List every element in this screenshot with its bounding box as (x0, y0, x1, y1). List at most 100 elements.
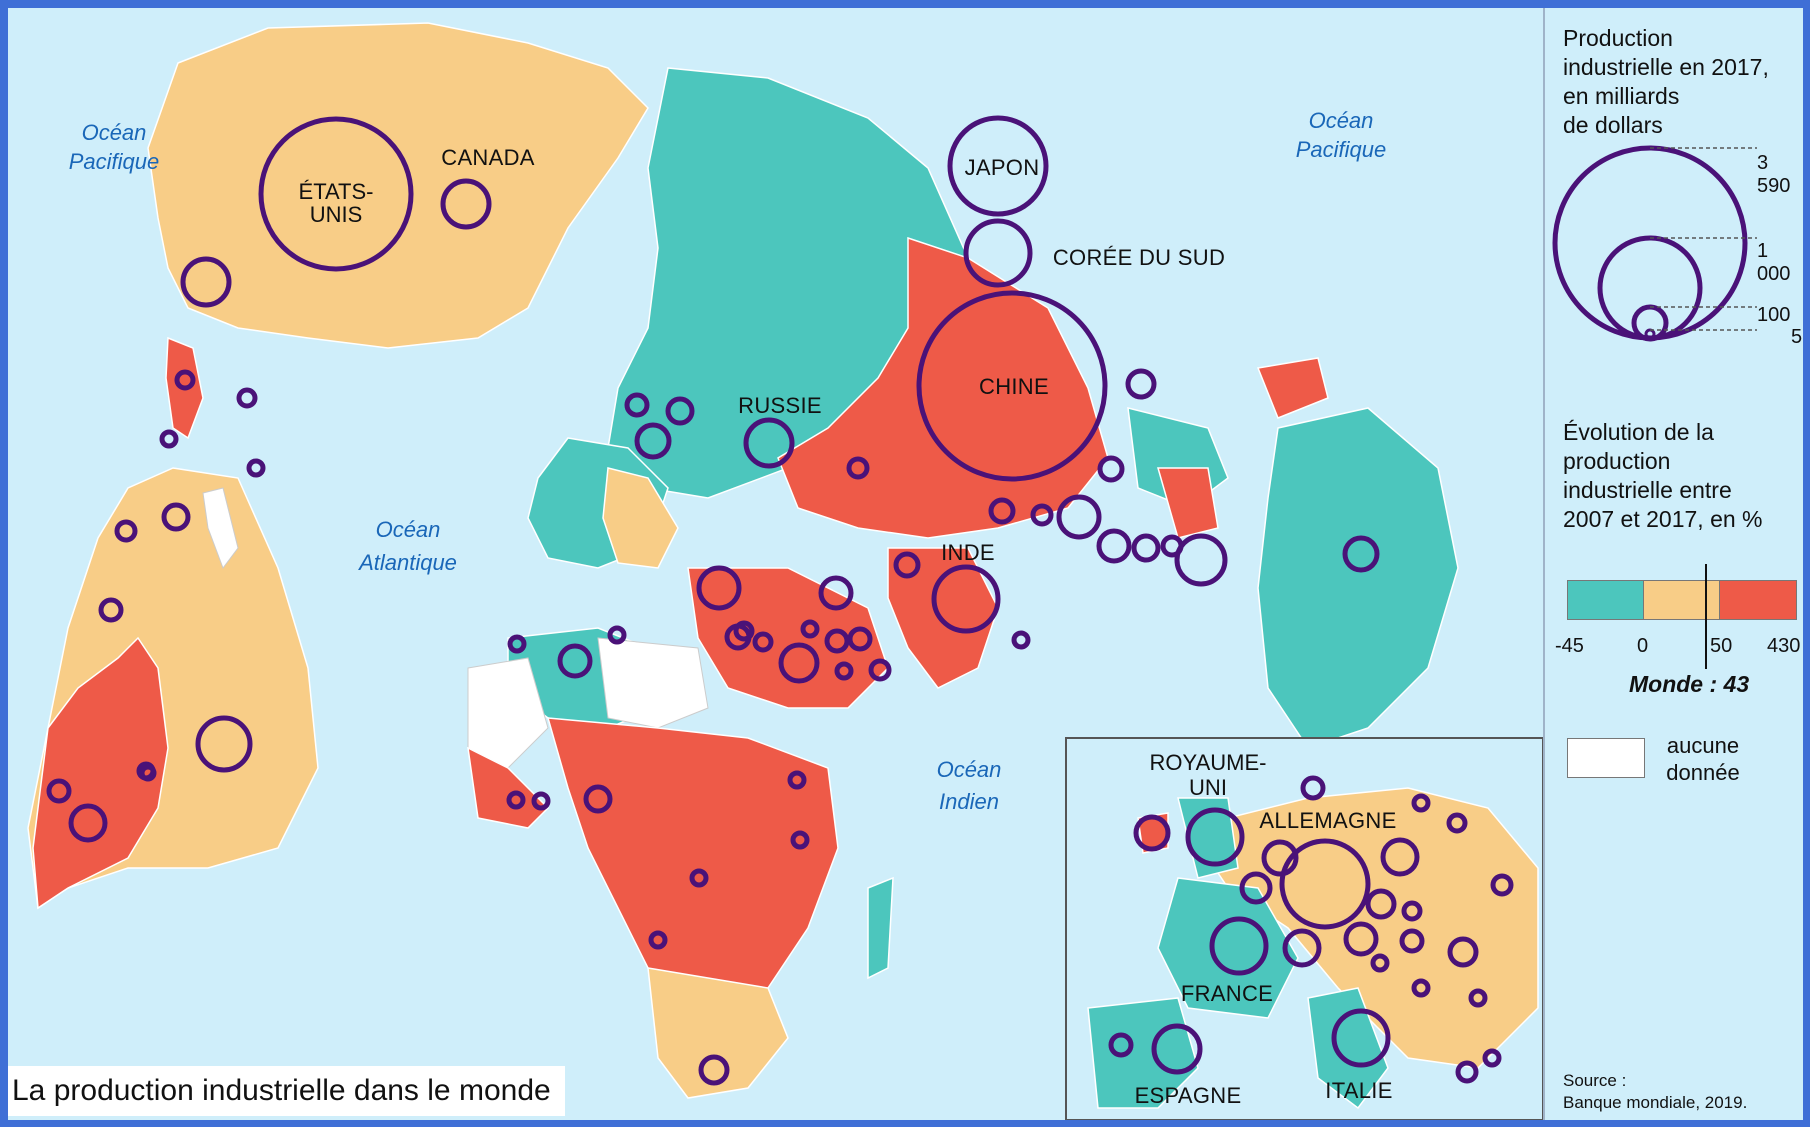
bubble-angola (648, 930, 668, 950)
label-spain: ESPAGNE (1135, 1083, 1242, 1108)
bubble-mexico (180, 256, 232, 308)
inset-bubble-denmark (1300, 775, 1326, 801)
bubble-venezuela (161, 502, 191, 532)
region-madagascar (867, 876, 894, 980)
label-china: CHINE (979, 374, 1049, 399)
inset-europe-tan (1186, 787, 1539, 1069)
map-caption: La production industrielle dans le monde (8, 1066, 565, 1116)
bubble-uae (868, 658, 892, 682)
label-france: FRANCE (1181, 981, 1273, 1006)
bubble-singapore (1160, 534, 1184, 558)
inset-bubble-bulgaria (1468, 988, 1488, 1008)
bubble-ghana (506, 790, 526, 810)
bubble-sudan (689, 868, 709, 888)
bubble-bangladesh (988, 497, 1016, 525)
bubble-sweden (634, 422, 672, 460)
bubble-australia (1342, 535, 1380, 573)
inset-bubble-czech (1365, 888, 1397, 920)
bubble-kenya (790, 830, 810, 850)
bubble-cuba (236, 387, 258, 409)
inset-bubble-belarus (1482, 1048, 1502, 1068)
bubble-panama (246, 458, 266, 478)
inset-bubble-romania (1447, 936, 1479, 968)
label-india: INDE (941, 540, 995, 565)
inset-bubble-netherlands (1261, 839, 1299, 877)
legend-size-title: Production industrielle en 2017, en mill… (1563, 25, 1769, 138)
region-north-america (147, 22, 649, 349)
legend-swatch-high-growth (1719, 580, 1797, 620)
legend-tick-50: 50 (1710, 635, 1733, 657)
legend-size-3590: 3 590 (1757, 152, 1791, 197)
bubble-indonesia (1174, 533, 1228, 587)
region-africa-central (546, 717, 839, 999)
bubble-libya (733, 620, 755, 642)
inset-bubble-portugal (1108, 1032, 1134, 1058)
ocean-pacific-east: Océan Pacifique (1295, 108, 1387, 162)
legend-world-marker (1705, 564, 1707, 669)
inset-bubble-uk (1185, 807, 1245, 867)
world-map: CANADA RUSSIE JAPON CORÉE DU SUD CHINE I… (8, 8, 1803, 1120)
legend-tick-min: -45 (1555, 635, 1584, 657)
legend-tick-zero: 0 (1637, 635, 1649, 657)
bubble-philippines (1125, 368, 1157, 400)
bubble-pakistan (893, 551, 921, 579)
bubble-nigeria (583, 784, 613, 814)
inset-bubble-greece (1455, 1060, 1479, 1084)
bubble-thailand (1056, 494, 1102, 540)
bubble-norway (665, 396, 695, 426)
legend-circle-100 (1631, 304, 1669, 342)
legend-no-data-label: aucune donnée (1666, 733, 1740, 785)
label-uk-html: ROYAUME- UNI (1149, 750, 1267, 800)
region-middle-east (687, 567, 889, 709)
inset-bubble-ukraine (1490, 873, 1514, 897)
legend-evolution-title: Évolution de la production industrielle … (1563, 419, 1763, 532)
bubble-chile (46, 778, 72, 804)
bubble-morocco (607, 625, 627, 645)
inset-bubble-spain (1151, 1023, 1203, 1075)
bubble-kazakhstan (846, 456, 870, 480)
inset-bubble-croatia (1370, 953, 1390, 973)
region-africa-west (467, 657, 549, 769)
region-africa-west-coast (467, 746, 550, 829)
bubble-south-africa (698, 1054, 730, 1086)
label-japan: JAPON (965, 155, 1040, 180)
bubble-usa (258, 116, 414, 272)
bubble-ivory-coast (531, 791, 551, 811)
ocean-pacific-west: Océan Pacifique (68, 120, 160, 174)
bubble-south-korea (963, 218, 1033, 288)
legend-size-100: 100 (1757, 304, 1791, 326)
bubble-bolivia (139, 764, 157, 782)
bubble-algeria (507, 634, 527, 654)
bubble-guatemala (174, 369, 196, 391)
label-germany: ALLEMAGNE (1259, 808, 1396, 833)
bubble-japan (947, 115, 1049, 217)
region-new-guinea (1256, 357, 1329, 419)
bubble-vietnam (1131, 533, 1161, 563)
region-south-america-red (32, 636, 169, 910)
label-usa-html: ÉTATS- UNIS (298, 179, 374, 227)
bubble-canada (440, 178, 492, 230)
legend-size-1000: 1 000 (1757, 240, 1791, 285)
inset-bubble-belgium (1239, 871, 1273, 905)
bubble-ecuador (159, 429, 179, 449)
inset-bubble-france (1209, 916, 1269, 976)
label-south-korea: CORÉE DU SUD (1053, 245, 1225, 270)
inset-bubble-switzerland (1282, 928, 1322, 968)
region-africa-south (647, 967, 789, 1099)
region-australia (1257, 407, 1459, 749)
legend-swatch-decline (1567, 580, 1645, 620)
legend-size-5: 5 (1791, 326, 1803, 348)
inset-bubble-ireland (1133, 814, 1171, 852)
bubble-turkey (696, 565, 742, 611)
legend-swatch-no-data (1567, 738, 1645, 778)
bubble-finland (624, 392, 650, 418)
inset-bubble-lithuania (1446, 812, 1468, 834)
bubble-taiwan (1097, 455, 1125, 483)
inset-bubble-italy (1331, 1008, 1391, 1068)
bubble-saudi (778, 642, 820, 684)
inset-bubble-hungary (1399, 928, 1425, 954)
inset-bubble-slovenia (1411, 978, 1431, 998)
bubble-tunisia (752, 631, 774, 653)
inset-italy (1307, 987, 1389, 1110)
